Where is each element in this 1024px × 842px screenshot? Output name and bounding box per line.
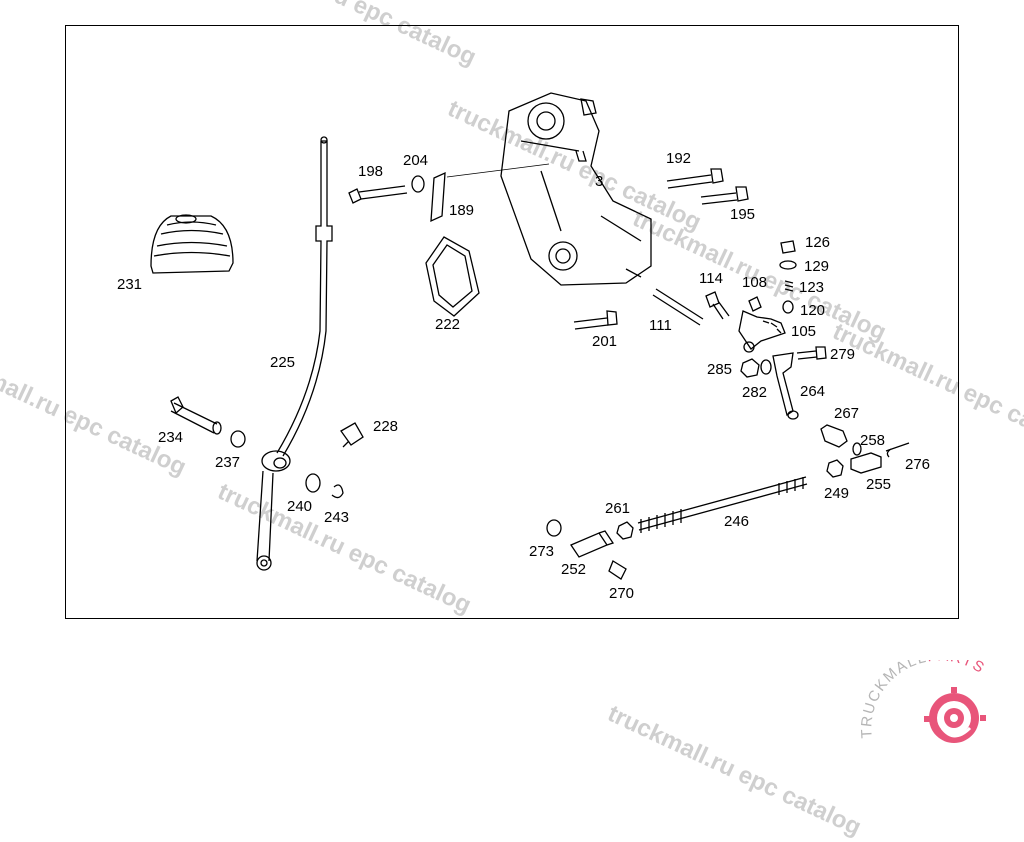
part-label-126: 126 [805,234,831,251]
part-label-231: 231 [117,276,143,293]
part-label-120: 120 [800,302,826,319]
part-label-129: 129 [804,258,830,275]
gear-brake-disc-icon [924,687,986,743]
logo-brand-accent: PARTS [926,660,988,677]
gearbox-housing-drawing [500,92,652,286]
part-label-261: 261 [605,500,631,517]
part-label-204: 204 [403,152,429,169]
diagram-frame [65,25,959,619]
joint-267-drawing [820,424,848,448]
truckmall-parts-logo: TRUCKMALLPARTS [850,647,1020,748]
part-label-258: 258 [860,432,886,449]
part-label-225: 225 [270,354,296,371]
plug-126-drawing [780,240,796,254]
bolt-201-drawing [573,310,618,330]
shaft-111-drawing [652,288,704,326]
washer-237-drawing [230,430,246,448]
pin-114-drawing [705,291,730,320]
lever-264-drawing [772,352,799,420]
part-label-285: 285 [707,361,733,378]
part-label-249: 249 [824,485,850,502]
watermark-text: truckmall.ru epc catalog [603,700,866,842]
part-label-264: 264 [800,383,826,400]
part-label-114: 114 [699,270,723,287]
washer-273-drawing [546,519,562,537]
part-label-252: 252 [561,561,587,578]
bolt-198-drawing [348,185,408,204]
logo-svg: TRUCKMALLPARTS [858,647,988,743]
part-label-105: 105 [791,323,817,340]
pin-drawing [170,396,222,435]
part-label-222: 222 [435,316,461,333]
part-label-123: 123 [799,279,825,296]
part-label-201: 201 [592,333,618,350]
part-label-234: 234 [158,429,184,446]
shift-boot-drawing [150,214,234,274]
bolt-279-drawing [796,346,827,360]
seal-129-drawing [779,260,797,270]
threaded-rod-drawing [637,476,808,533]
nut-285-drawing [740,358,760,378]
part-label-228: 228 [373,418,399,435]
part-label-189: 189 [449,202,475,219]
part-label-192: 192 [666,150,692,167]
part-label-195: 195 [730,206,756,223]
part-label-246: 246 [724,513,750,530]
circlip-243-drawing [331,484,344,499]
bracket-189-drawing [430,171,446,223]
nut-249-drawing [826,459,844,478]
part-label-240: 240 [287,498,313,515]
spring-123-drawing [784,280,794,292]
part-label-237: 237 [215,454,241,471]
bolt-192-drawing [666,168,724,189]
clevis-252-drawing [570,530,615,558]
part-label-282: 282 [742,384,768,401]
part-label-255: 255 [866,476,892,493]
washer-258-drawing [852,442,862,456]
part-label-270: 270 [609,585,635,602]
joint-255-drawing [850,452,882,474]
leader-line [446,163,550,178]
part-label-111: 111 [649,317,672,334]
selector-segment-drawing [738,310,786,353]
part-label-198: 198 [358,163,384,180]
bolt-270-drawing [608,560,627,580]
part-label-108: 108 [742,274,768,291]
ball-120-drawing [782,300,794,314]
part-label-273: 273 [529,543,555,560]
washer-204-drawing [411,175,425,193]
shift-lever-drawing [256,136,333,571]
part-label-243: 243 [324,509,350,526]
part-label-3: 3 [595,173,604,190]
bushing-108-drawing [748,296,762,312]
grease-nipple-228-drawing [340,422,364,448]
washer-240-drawing [305,473,321,493]
logo-brand-main: TRUCKMALL [858,660,929,739]
washer-282-drawing [760,359,772,375]
gasket-drawing [425,236,480,317]
part-label-276: 276 [905,456,931,473]
part-label-267: 267 [834,405,860,422]
parts-drawing [150,92,910,580]
bolt-195-drawing [700,186,749,205]
part-label-279: 279 [830,346,856,363]
nut-261-drawing [616,521,634,540]
pin-276-drawing [885,442,910,458]
